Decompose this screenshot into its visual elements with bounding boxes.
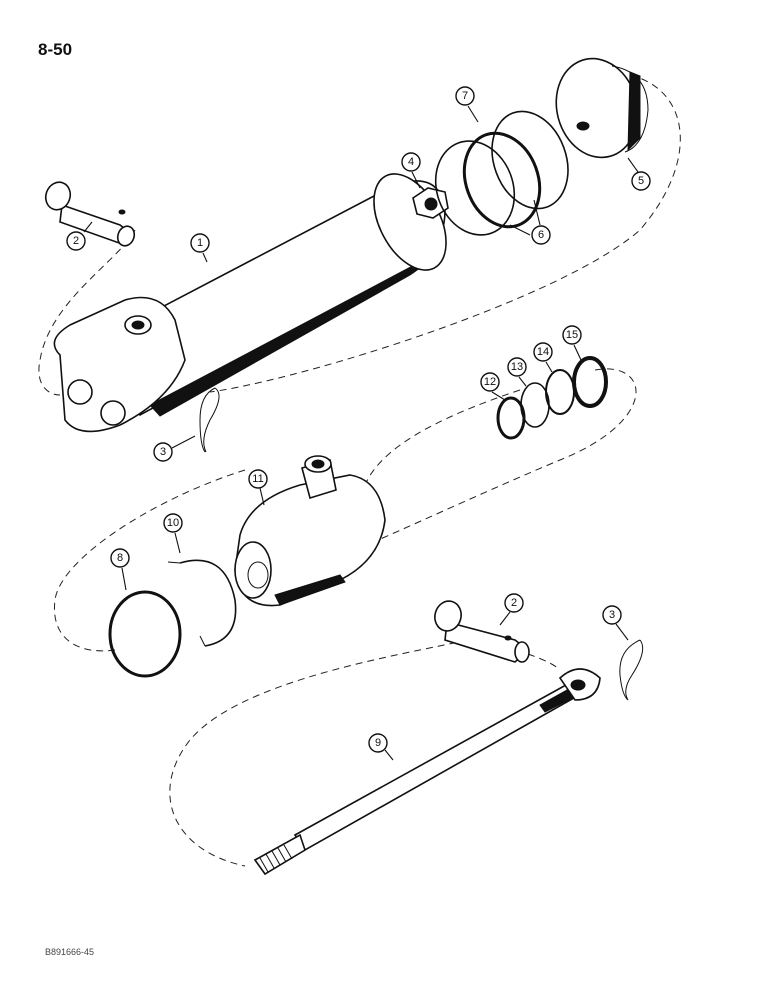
callout-10: 10	[163, 513, 183, 554]
hair-clip-lower	[619, 639, 644, 701]
hair-clip-upper	[199, 387, 220, 453]
o-ring	[108, 590, 182, 678]
svg-text:2: 2	[73, 235, 79, 247]
svg-text:6: 6	[538, 229, 544, 241]
callout-13: 13	[507, 357, 527, 387]
svg-text:10: 10	[167, 517, 179, 529]
callout-1: 1	[190, 233, 210, 263]
svg-text:15: 15	[566, 329, 578, 341]
snap-ring	[167, 559, 237, 647]
callout-15: 15	[562, 325, 582, 361]
reference-code: B891666-45	[45, 947, 95, 957]
callout-12: 12	[480, 372, 506, 401]
piston	[555, 57, 649, 159]
callout-11: 11	[248, 469, 268, 506]
svg-text:12: 12	[484, 376, 496, 388]
callout-5: 5	[627, 157, 651, 191]
svg-text:11: 11	[252, 473, 263, 485]
svg-text:7: 7	[462, 90, 468, 102]
pin-top-left	[44, 181, 136, 247]
callout-7: 7	[455, 86, 479, 123]
piston-rod	[253, 668, 601, 876]
gland	[234, 455, 386, 607]
svg-text:3: 3	[609, 609, 615, 621]
svg-text:13: 13	[511, 361, 523, 373]
callout-2-lower: 2	[499, 593, 524, 626]
svg-text:9: 9	[375, 737, 381, 749]
callout-2-top: 2	[66, 221, 93, 251]
callout-3-lower: 3	[602, 605, 629, 641]
svg-text:8: 8	[117, 552, 123, 564]
svg-text:1: 1	[197, 237, 203, 249]
callout-9: 9	[368, 733, 394, 761]
lock-nut	[412, 187, 449, 219]
callout-8: 8	[110, 548, 130, 591]
pin-lower	[434, 600, 530, 663]
svg-text:14: 14	[537, 346, 549, 358]
svg-text:4: 4	[408, 156, 414, 168]
callout-14: 14	[533, 342, 553, 373]
assembly-dashed-lines	[38, 74, 681, 867]
callout-3-upper: 3	[153, 435, 196, 462]
svg-text:5: 5	[638, 175, 644, 187]
rod-seals	[496, 356, 608, 440]
svg-text:3: 3	[160, 446, 166, 458]
piston-rings	[434, 110, 569, 236]
callout-4: 4	[401, 152, 421, 189]
cylinder-barrel	[53, 173, 447, 433]
page-number: 8-50	[38, 40, 73, 59]
callout-6: 6	[509, 199, 551, 245]
svg-text:2: 2	[511, 597, 517, 609]
